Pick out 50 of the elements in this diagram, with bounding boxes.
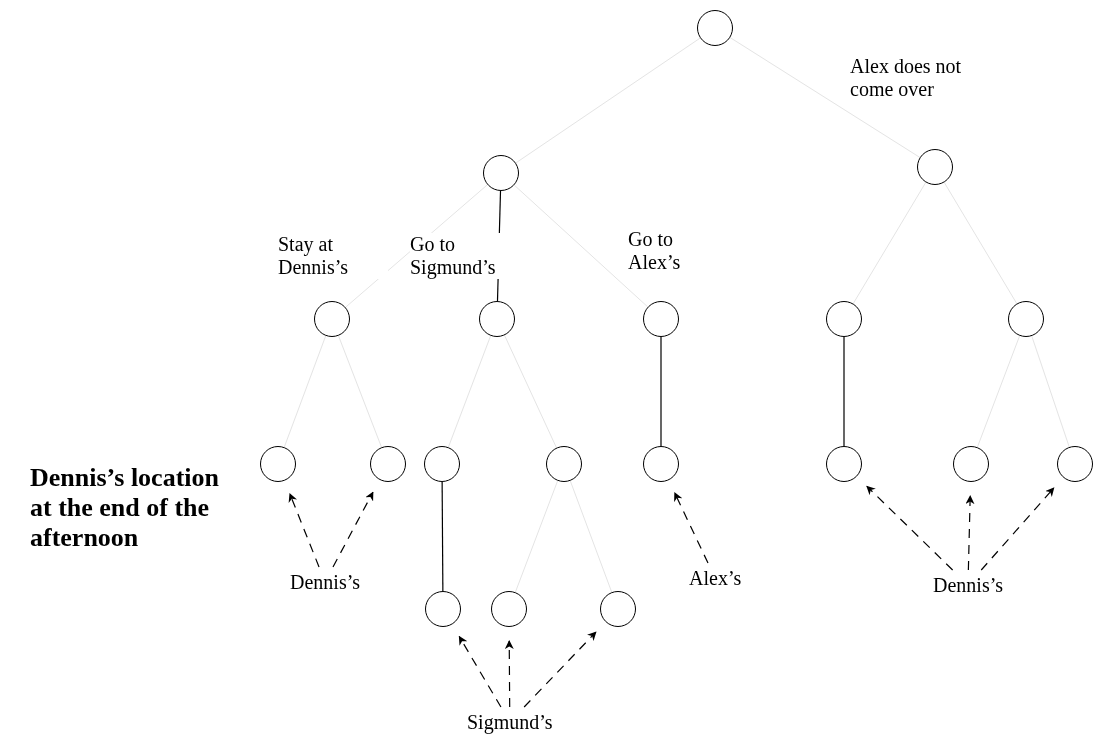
decision-node-circle [424,446,460,482]
arrow [965,495,975,571]
decision-node-circle [1008,301,1044,337]
location-label: Dennis’s [290,571,360,593]
arrow [866,485,954,571]
arrow [332,491,374,568]
decision-node-circle [917,149,953,185]
edge-label: Go to Sigmund’s [410,233,500,279]
tree-branch-line [1031,335,1070,448]
tree-branch-line [283,335,327,448]
tree-branch-line [447,335,492,448]
tree-branch-line [660,336,662,447]
arrow [980,487,1055,571]
tree-branch-line [843,336,845,447]
arrow [458,635,502,708]
decision-node-circle [600,591,636,627]
decision-node-circle [643,446,679,482]
tree-branch-line [943,181,1018,305]
tree-branch-line [441,481,444,592]
arrow [523,631,597,708]
decision-node-circle [479,301,515,337]
location-label: Sigmund’s [467,711,553,733]
decision-node-circle [370,446,406,482]
decision-node-circle [643,301,679,337]
decision-node-circle [546,446,582,482]
location-label: Alex’s [689,567,742,589]
tree-branch-line [515,37,701,164]
location-label: Dennis’s [933,574,1003,596]
decision-node-circle [697,10,733,46]
row-heading: Dennis’s location at the end of the afternoon [30,463,220,553]
tree-branch-line [976,335,1021,448]
arrow [674,492,709,564]
tree-branch-line [514,480,559,593]
tree-branch-line [504,334,557,449]
decision-node-circle [491,591,527,627]
tree-branch-line [338,335,382,448]
decision-node-circle [1057,446,1093,482]
decision-node-circle [826,446,862,482]
decision-node-circle [953,446,989,482]
tree-branch-line [569,480,613,593]
tree-branch-line [513,184,649,308]
tree-branch-line [729,37,921,158]
tree-branch-line [852,181,927,305]
decision-node-circle [425,591,461,627]
decision-node-circle [260,446,296,482]
arrow [288,492,320,568]
decision-node-circle [483,155,519,191]
decision-node-circle [826,301,862,337]
arrow [504,640,514,708]
decision-node-circle [314,301,350,337]
